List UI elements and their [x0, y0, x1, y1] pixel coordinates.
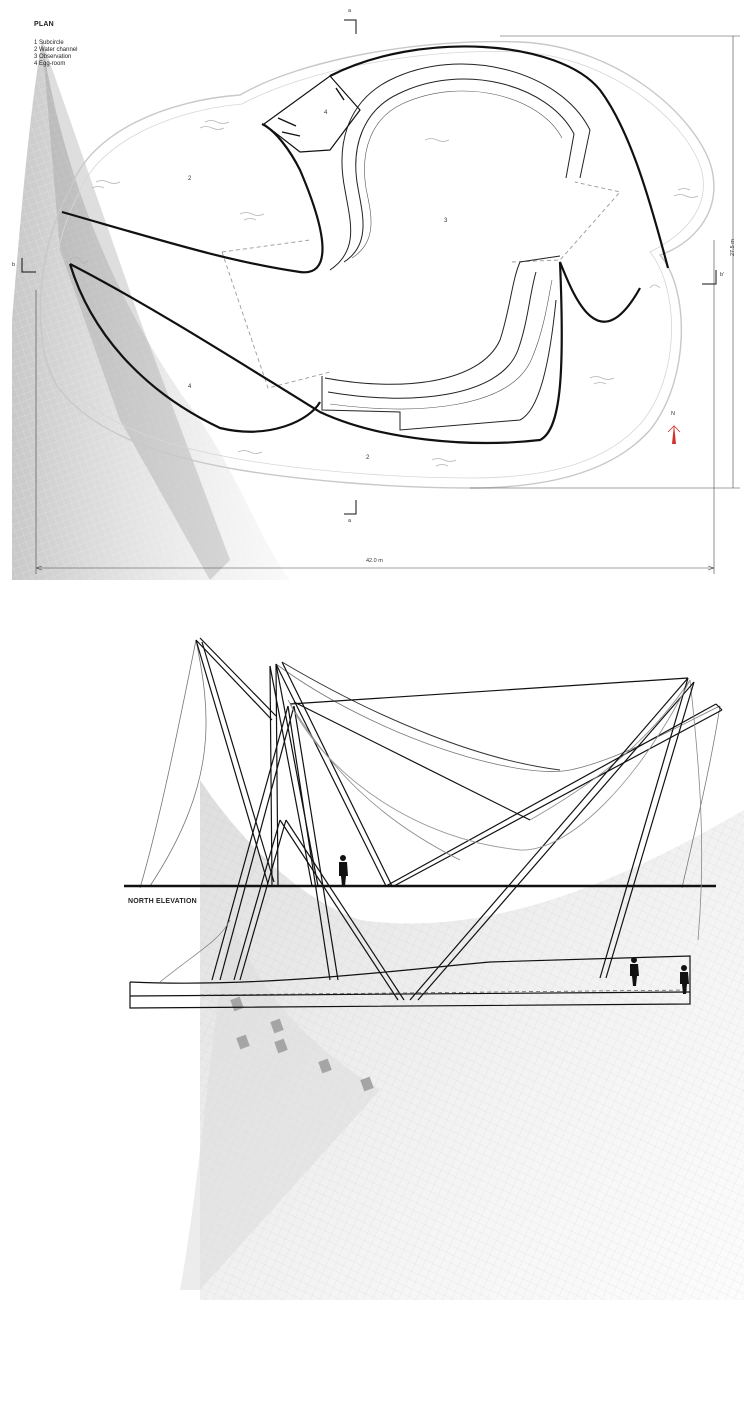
lower-roof-curve [289, 679, 691, 851]
plan-legend: 1 Subcircle 2 Water channel 3 Observatio… [34, 40, 77, 68]
section-label-bottom: a [348, 518, 352, 524]
section-marker-top [344, 19, 357, 34]
background-streak [42, 40, 230, 580]
section-marker-bottom [344, 500, 357, 515]
human-figure-icon-2 [630, 957, 639, 986]
human-figure-icon [339, 855, 348, 886]
north-elevation-drawing [124, 637, 744, 1300]
plan-water-marks [69, 120, 699, 467]
height-dimension-label: 27.5 m [730, 239, 736, 256]
elevation-masts [195, 637, 723, 887]
plan-walkway-upper-inner2 [351, 90, 563, 259]
section-label-right: b' [720, 272, 725, 278]
plan-shell-edge-2 [329, 45, 670, 269]
plan-upper-room-detail [277, 87, 345, 137]
section-label-top: a [348, 8, 352, 14]
width-dimension-label: 42.0 m [366, 558, 383, 564]
lower-elevation-cables [287, 679, 703, 941]
room-number-2-left: 2 [188, 176, 192, 182]
north-label: N [671, 411, 675, 417]
plan-walkway-lower-inner [327, 271, 537, 399]
room-number-4-top: 4 [324, 110, 328, 116]
room-number-3: 3 [444, 218, 448, 224]
legend-item-4: 4 Egg-room [34, 61, 66, 67]
human-figure-icon-3 [680, 965, 689, 994]
plan-outer-outline [39, 40, 715, 489]
plan-walkway-lower-inner2 [329, 279, 553, 410]
north-arrow-icon [667, 424, 681, 444]
background-grid [12, 40, 290, 580]
plan-walkway-upper-inner [343, 78, 575, 263]
plan-shell-edge-3 [69, 261, 641, 445]
section-marker-right [702, 270, 717, 285]
elevation-cables [139, 639, 721, 889]
elevation-roof-edge [281, 661, 561, 771]
lower-elevation-base [129, 919, 691, 1009]
legend-item-2: 2 Water channel [34, 47, 78, 53]
plan-lower-room [321, 299, 557, 431]
plan-walkway-upper [329, 63, 591, 271]
north-elevation-title: NORTH ELEVATION [128, 898, 197, 905]
elevation-background-grid [200, 780, 744, 1300]
plan-title: PLAN [34, 21, 54, 28]
plan-shell-edge-1 [61, 123, 324, 274]
legend-item-1: 1 Subcircle [34, 40, 64, 46]
plan-drawing [12, 19, 740, 580]
plan-upper-room [263, 75, 361, 153]
legend-item-3: 3 Observation [34, 54, 72, 60]
room-number-4-bottom: 4 [188, 384, 192, 390]
plan-walkway-lower [324, 255, 561, 385]
lower-elevation-shading [180, 920, 380, 1290]
plan-shell-edge-4 [68, 263, 321, 433]
width-dimension-line [35, 240, 715, 574]
plan-dashed-projection [221, 181, 621, 389]
height-dimension-line [470, 35, 740, 489]
section-marker-left [21, 258, 36, 273]
room-number-2-bottom: 2 [366, 455, 370, 461]
section-label-left: b [12, 262, 16, 268]
